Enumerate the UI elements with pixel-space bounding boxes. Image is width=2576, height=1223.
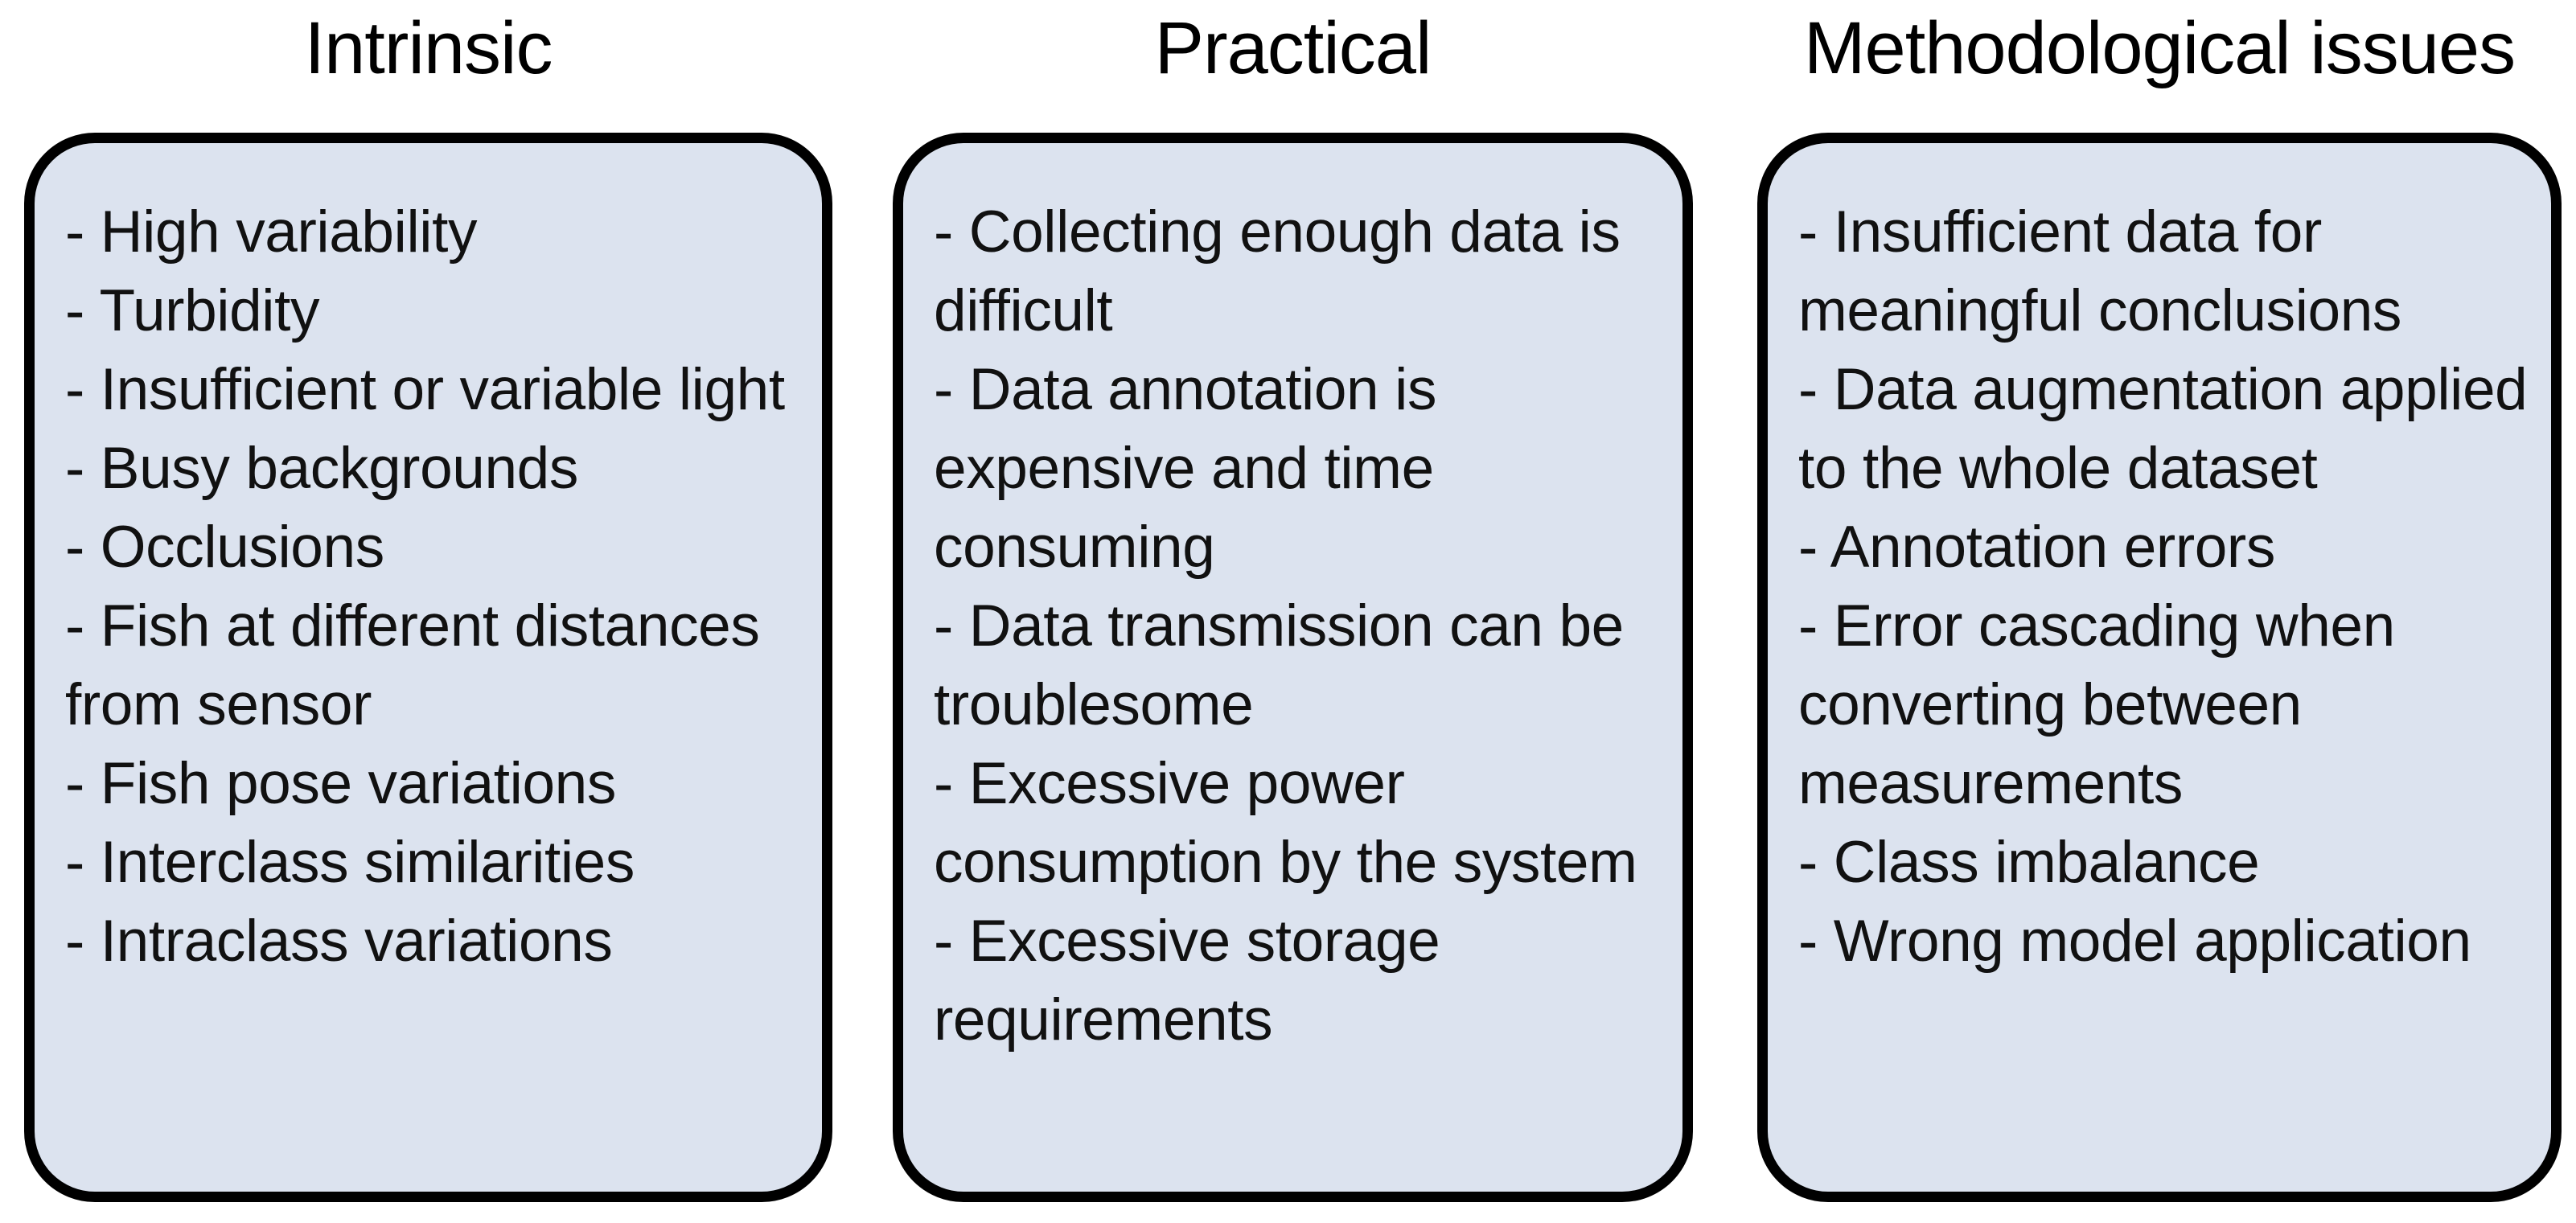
list-item: - Error cascading when converting betwee… bbox=[1798, 593, 2395, 816]
column-title-intrinsic: Intrinsic bbox=[304, 7, 553, 89]
list-item: - Intraclass variations bbox=[65, 909, 613, 974]
list-item: - Excessive power consumption by the sys… bbox=[934, 751, 1637, 895]
category-column-methodological-issues: Methodological issues - Insufficient dat… bbox=[1757, 0, 2562, 1223]
column-title-methodological-issues: Methodological issues bbox=[1803, 7, 2516, 89]
list-item: - Data transmission can be troublesome bbox=[934, 593, 1624, 737]
list-item: - Annotation errors bbox=[1798, 515, 2275, 580]
issue-list-practical: - Collecting enough data is difficult - … bbox=[934, 193, 1668, 1060]
column-title-practical: Practical bbox=[1154, 7, 1432, 89]
category-column-intrinsic: Intrinsic - High variability - Turbidity… bbox=[24, 0, 832, 1223]
list-item: - Data annotation is expensive and time … bbox=[934, 357, 1437, 580]
category-box-methodological-issues: - Insufficient data for meaningful concl… bbox=[1757, 133, 2562, 1202]
list-item: - Fish at different distances from senso… bbox=[65, 593, 760, 737]
category-column-practical: Practical - Collecting enough data is di… bbox=[893, 0, 1693, 1223]
list-item: - Excessive storage requirements bbox=[934, 909, 1440, 1053]
category-box-practical: - Collecting enough data is difficult - … bbox=[893, 133, 1693, 1202]
list-item: - Turbidity bbox=[65, 278, 320, 343]
list-item: - Insufficient or variable light bbox=[65, 357, 785, 422]
issue-list-methodological-issues: - Insufficient data for meaningful concl… bbox=[1798, 193, 2537, 981]
list-item: - Busy backgrounds bbox=[65, 436, 578, 501]
issue-list-intrinsic: - High variability - Turbidity - Insuffi… bbox=[65, 193, 807, 981]
list-item: - Fish pose variations bbox=[65, 751, 616, 816]
list-item: - Wrong model application bbox=[1798, 909, 2471, 974]
list-item: - Collecting enough data is difficult bbox=[934, 199, 1621, 343]
list-item: - Class imbalance bbox=[1798, 830, 2260, 895]
category-box-intrinsic: - High variability - Turbidity - Insuffi… bbox=[24, 133, 832, 1202]
list-item: - Interclass similarities bbox=[65, 830, 635, 895]
list-item: - Data augmentation applied to the whole… bbox=[1798, 357, 2528, 501]
list-item: - Occlusions bbox=[65, 515, 384, 580]
list-item: - High variability bbox=[65, 199, 478, 265]
list-item: - Insufficient data for meaningful concl… bbox=[1798, 199, 2402, 343]
